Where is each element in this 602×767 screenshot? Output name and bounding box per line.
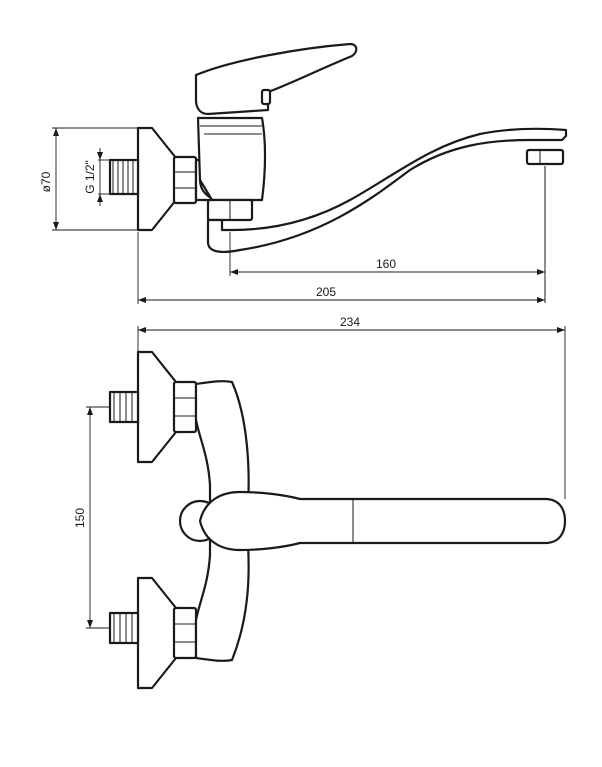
top-lever-arm — [198, 490, 567, 552]
top-escutcheon-upper — [136, 350, 178, 464]
side-hex-nut — [172, 155, 198, 205]
side-aerator — [525, 148, 565, 166]
side-escutcheon — [136, 126, 178, 232]
side-lever-handle — [194, 42, 358, 116]
dim-spout-reach-label: 160 — [376, 257, 396, 271]
top-hex-nut-lower — [172, 606, 198, 660]
dim-spout-reach: 160 — [229, 232, 545, 276]
dim-total-length-label: 234 — [340, 315, 360, 329]
top-inlet-thread-upper — [108, 390, 140, 424]
dim-diameter-label: ø70 — [39, 171, 53, 192]
dim-diameter: ø70 — [39, 127, 138, 231]
top-escutcheon-lower — [136, 576, 178, 690]
side-spout — [206, 127, 568, 253]
dim-total-depth-label: 205 — [316, 285, 336, 299]
top-hex-nut-upper — [172, 380, 198, 434]
dim-inlet-spacing: 150 — [73, 406, 110, 629]
dim-thread-label: G 1/2" — [83, 160, 97, 194]
top-view — [108, 350, 567, 690]
dim-total-length: 234 — [137, 315, 566, 499]
side-spout-nut — [206, 198, 254, 222]
side-view — [108, 42, 568, 303]
dim-thread: G 1/2" — [83, 148, 110, 206]
dim-inlet-spacing-label: 150 — [73, 508, 87, 528]
side-inlet-thread — [108, 158, 140, 196]
side-mixer-body — [196, 116, 267, 202]
dim-total-depth: 205 — [137, 232, 545, 304]
top-inlet-thread-lower — [108, 611, 140, 645]
